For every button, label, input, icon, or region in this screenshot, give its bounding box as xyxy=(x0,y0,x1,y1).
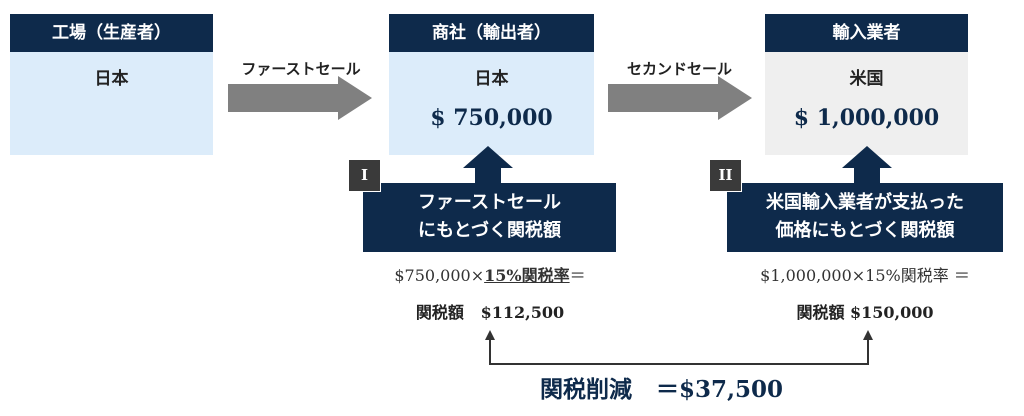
case2-calc: $1,000,000×15%関税率 ＝ xyxy=(760,266,970,285)
factory-box: 日本 xyxy=(10,52,213,155)
comparison-bracket-icon xyxy=(485,330,873,365)
case1-line2: にもとづく関税額 xyxy=(418,220,561,241)
first-sale-label: ファーストセール xyxy=(241,60,361,78)
case1-result: 関税額 $112,500 xyxy=(340,299,640,323)
case1-result-label: 関税額 xyxy=(415,303,464,322)
case1-result-value: $112,500 xyxy=(480,303,565,322)
case1-calc-prefix: $750,000× xyxy=(394,266,485,285)
saving-text: 関税削減 ＝$37,500 xyxy=(540,370,840,404)
case2-box: 米国輸入業者が支払った 価格にもとづく関税額 xyxy=(727,183,1003,252)
case2-result: 関税額 $150,000 xyxy=(796,303,934,322)
importer-title: 輸入業者 xyxy=(765,14,968,52)
case1-badge: I xyxy=(348,159,381,192)
case2-line1: 米国輸入業者が支払った xyxy=(766,192,964,213)
up-arrow-1-icon xyxy=(463,146,513,186)
trader-country: 日本 xyxy=(474,69,509,89)
saving-value: ＝$37,500 xyxy=(656,376,784,403)
saving-label: 関税削減 xyxy=(540,376,632,403)
second-sale-arrow-icon xyxy=(608,76,752,120)
importer-country: 米国 xyxy=(849,69,884,89)
trader-price: $ 750,000 xyxy=(430,105,553,131)
case1-calc: $750,000×15%関税率＝ xyxy=(340,262,640,286)
factory-country: 日本 xyxy=(94,69,129,89)
factory-title: 工場（生産者） xyxy=(10,14,213,52)
case1-box: ファーストセール にもとづく関税額 xyxy=(363,183,616,252)
case1-line1: ファーストセール xyxy=(417,192,562,213)
up-arrow-2-icon xyxy=(842,146,892,186)
case1-calc-rate: 15%関税率 xyxy=(484,266,570,285)
case2-badge: II xyxy=(709,159,742,192)
first-sale-arrow-icon xyxy=(228,76,372,120)
importer-box: 米国 $ 1,000,000 xyxy=(765,52,968,155)
case1-calc-suffix: ＝ xyxy=(569,266,586,285)
case2-line2: 価格にもとづく関税額 xyxy=(775,220,955,241)
trader-title: 商社（輸出者） xyxy=(389,14,594,52)
importer-price: $ 1,000,000 xyxy=(793,105,940,131)
trader-box: 日本 $ 750,000 xyxy=(389,52,594,155)
second-sale-label: セカンドセール xyxy=(626,60,732,78)
